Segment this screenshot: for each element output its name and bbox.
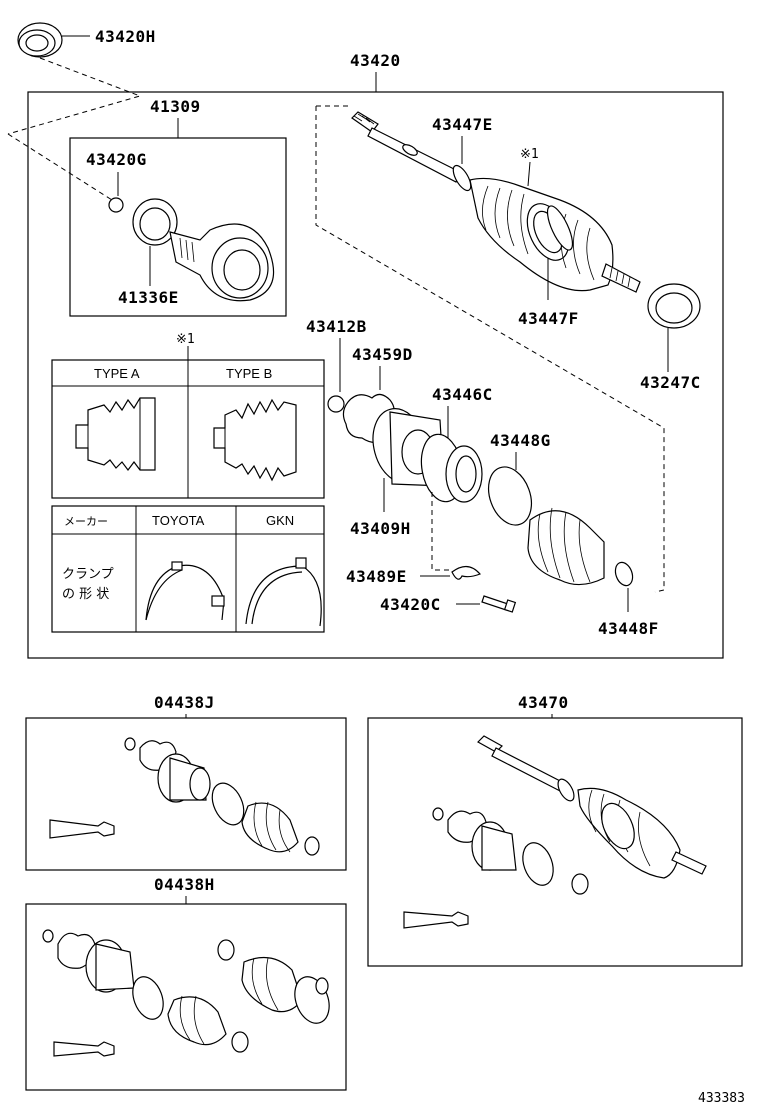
label-41336E: 41336E — [118, 288, 179, 307]
boot-inner[interactable] — [527, 507, 605, 586]
clamp-shape-table — [51, 505, 325, 633]
type-a-header: TYPE A — [94, 366, 140, 381]
snap-ring-43412B[interactable] — [327, 395, 345, 413]
label-43446C: 43446C — [432, 385, 493, 404]
label-43447F: 43447F — [518, 309, 579, 328]
gkn-clamp-illustration — [245, 557, 322, 627]
assembly-frame-43420 — [27, 91, 724, 659]
label-43420: 43420 — [350, 51, 401, 70]
oil-seal-43420H[interactable] — [17, 22, 63, 58]
snap-ring-43420G[interactable] — [108, 197, 124, 213]
maker-header: メーカー — [64, 515, 108, 528]
drive-shaft-kit-frame-43470 — [367, 717, 743, 967]
label-43247C: 43247C — [640, 373, 701, 392]
label-04438H: 04438H — [154, 875, 215, 894]
boot-type-b-illustration — [213, 398, 297, 482]
boot-kit-04438J-parts — [49, 737, 320, 856]
drive-shaft-43420-main[interactable] — [351, 111, 641, 293]
type-b-header: TYPE B — [226, 366, 272, 381]
clamp-shape-label-line1: クランプ — [62, 567, 114, 582]
grease-tube-icon — [403, 911, 469, 929]
label-43489E: 43489E — [346, 567, 407, 586]
boot-clamp-43448G[interactable] — [481, 461, 539, 531]
label-43420H: 43420H — [95, 27, 156, 46]
gkn-header: GKN — [266, 513, 294, 528]
boot-clamp-43447F[interactable] — [543, 203, 578, 253]
label-04438J: 04438J — [154, 693, 215, 712]
label-41309: 41309 — [150, 97, 201, 116]
note-mark-type-table: ※1 — [176, 332, 195, 347]
boot-kit-frame-04438J — [25, 717, 347, 871]
note-mark-boot: ※1 — [520, 147, 539, 162]
boot-clamp-43447E[interactable] — [450, 163, 474, 193]
label-43448G: 43448G — [490, 431, 551, 450]
boot-clamp-43448F[interactable] — [612, 560, 635, 588]
label-43412B: 43412B — [306, 317, 367, 336]
outboard-joint-41309[interactable] — [132, 198, 275, 302]
seal-43247C[interactable] — [647, 283, 701, 329]
label-43448F: 43448F — [598, 619, 659, 638]
drive-shaft-kit-43470-parts — [403, 735, 707, 929]
label-43409H: 43409H — [350, 519, 411, 538]
label-43420C: 43420C — [380, 595, 441, 614]
toyota-header: TOYOTA — [152, 513, 205, 528]
label-43420G: 43420G — [86, 150, 147, 169]
boot-kit-04438H-parts — [42, 929, 330, 1057]
subassembly-frame-41309 — [69, 137, 287, 317]
bolt-43420C[interactable] — [481, 595, 517, 613]
boot-kit-frame-04438H — [25, 903, 347, 1091]
label-43459D: 43459D — [352, 345, 413, 364]
toyota-clamp-illustration — [145, 561, 225, 621]
boot-type-a-illustration — [75, 397, 156, 471]
clamp-shape-label-line2: の 形 状 — [62, 587, 109, 602]
label-43447E: 43447E — [432, 115, 493, 134]
grease-tube-icon — [49, 819, 115, 839]
snap-ring-43489E[interactable] — [451, 565, 482, 580]
figure-id: 433383 — [698, 1091, 745, 1106]
label-43470: 43470 — [518, 693, 569, 712]
grease-tube-icon — [53, 1041, 115, 1057]
joint-housing-43446C[interactable] — [416, 431, 483, 505]
